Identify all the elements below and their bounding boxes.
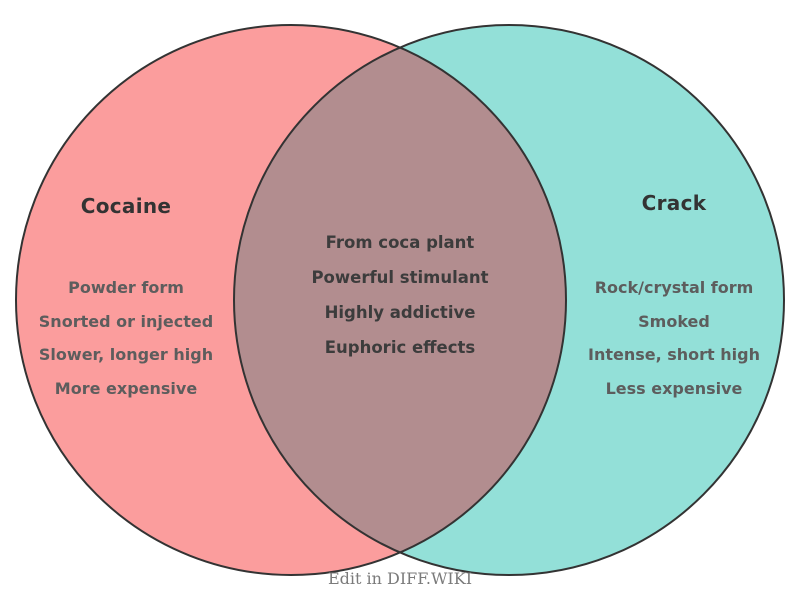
left-item: Slower, longer high [38, 345, 214, 364]
left-items: Powder form Snorted or injected Slower, … [6, 271, 246, 405]
right-item: Intense, short high [588, 345, 760, 364]
right-item: Smoked [638, 311, 710, 331]
right-item: Rock/crystal form [594, 278, 754, 297]
left-item: More expensive [54, 378, 198, 398]
left-item: Snorted or injected [38, 311, 214, 331]
shared-item: Highly addictive [324, 303, 476, 322]
shared-item: Powerful stimulant [311, 268, 489, 287]
left-item: Powder form [68, 278, 184, 297]
right-items: Rock/crystal form Smoked Intense, short … [554, 271, 794, 405]
shared-item: Euphoric effects [324, 338, 476, 357]
overlap-region [234, 25, 566, 575]
right-item: Less expensive [605, 378, 743, 398]
shared-item: From coca plant [325, 233, 475, 252]
footer-credit-link[interactable]: Edit in DIFF.WIKI [327, 569, 473, 588]
right-title: Crack [641, 191, 707, 215]
left-circle-outline [15, 24, 567, 576]
right-circle-outline [233, 24, 785, 576]
left-title: Cocaine [80, 194, 172, 218]
shared-items: From coca plant Powerful stimulant Highl… [280, 225, 520, 365]
